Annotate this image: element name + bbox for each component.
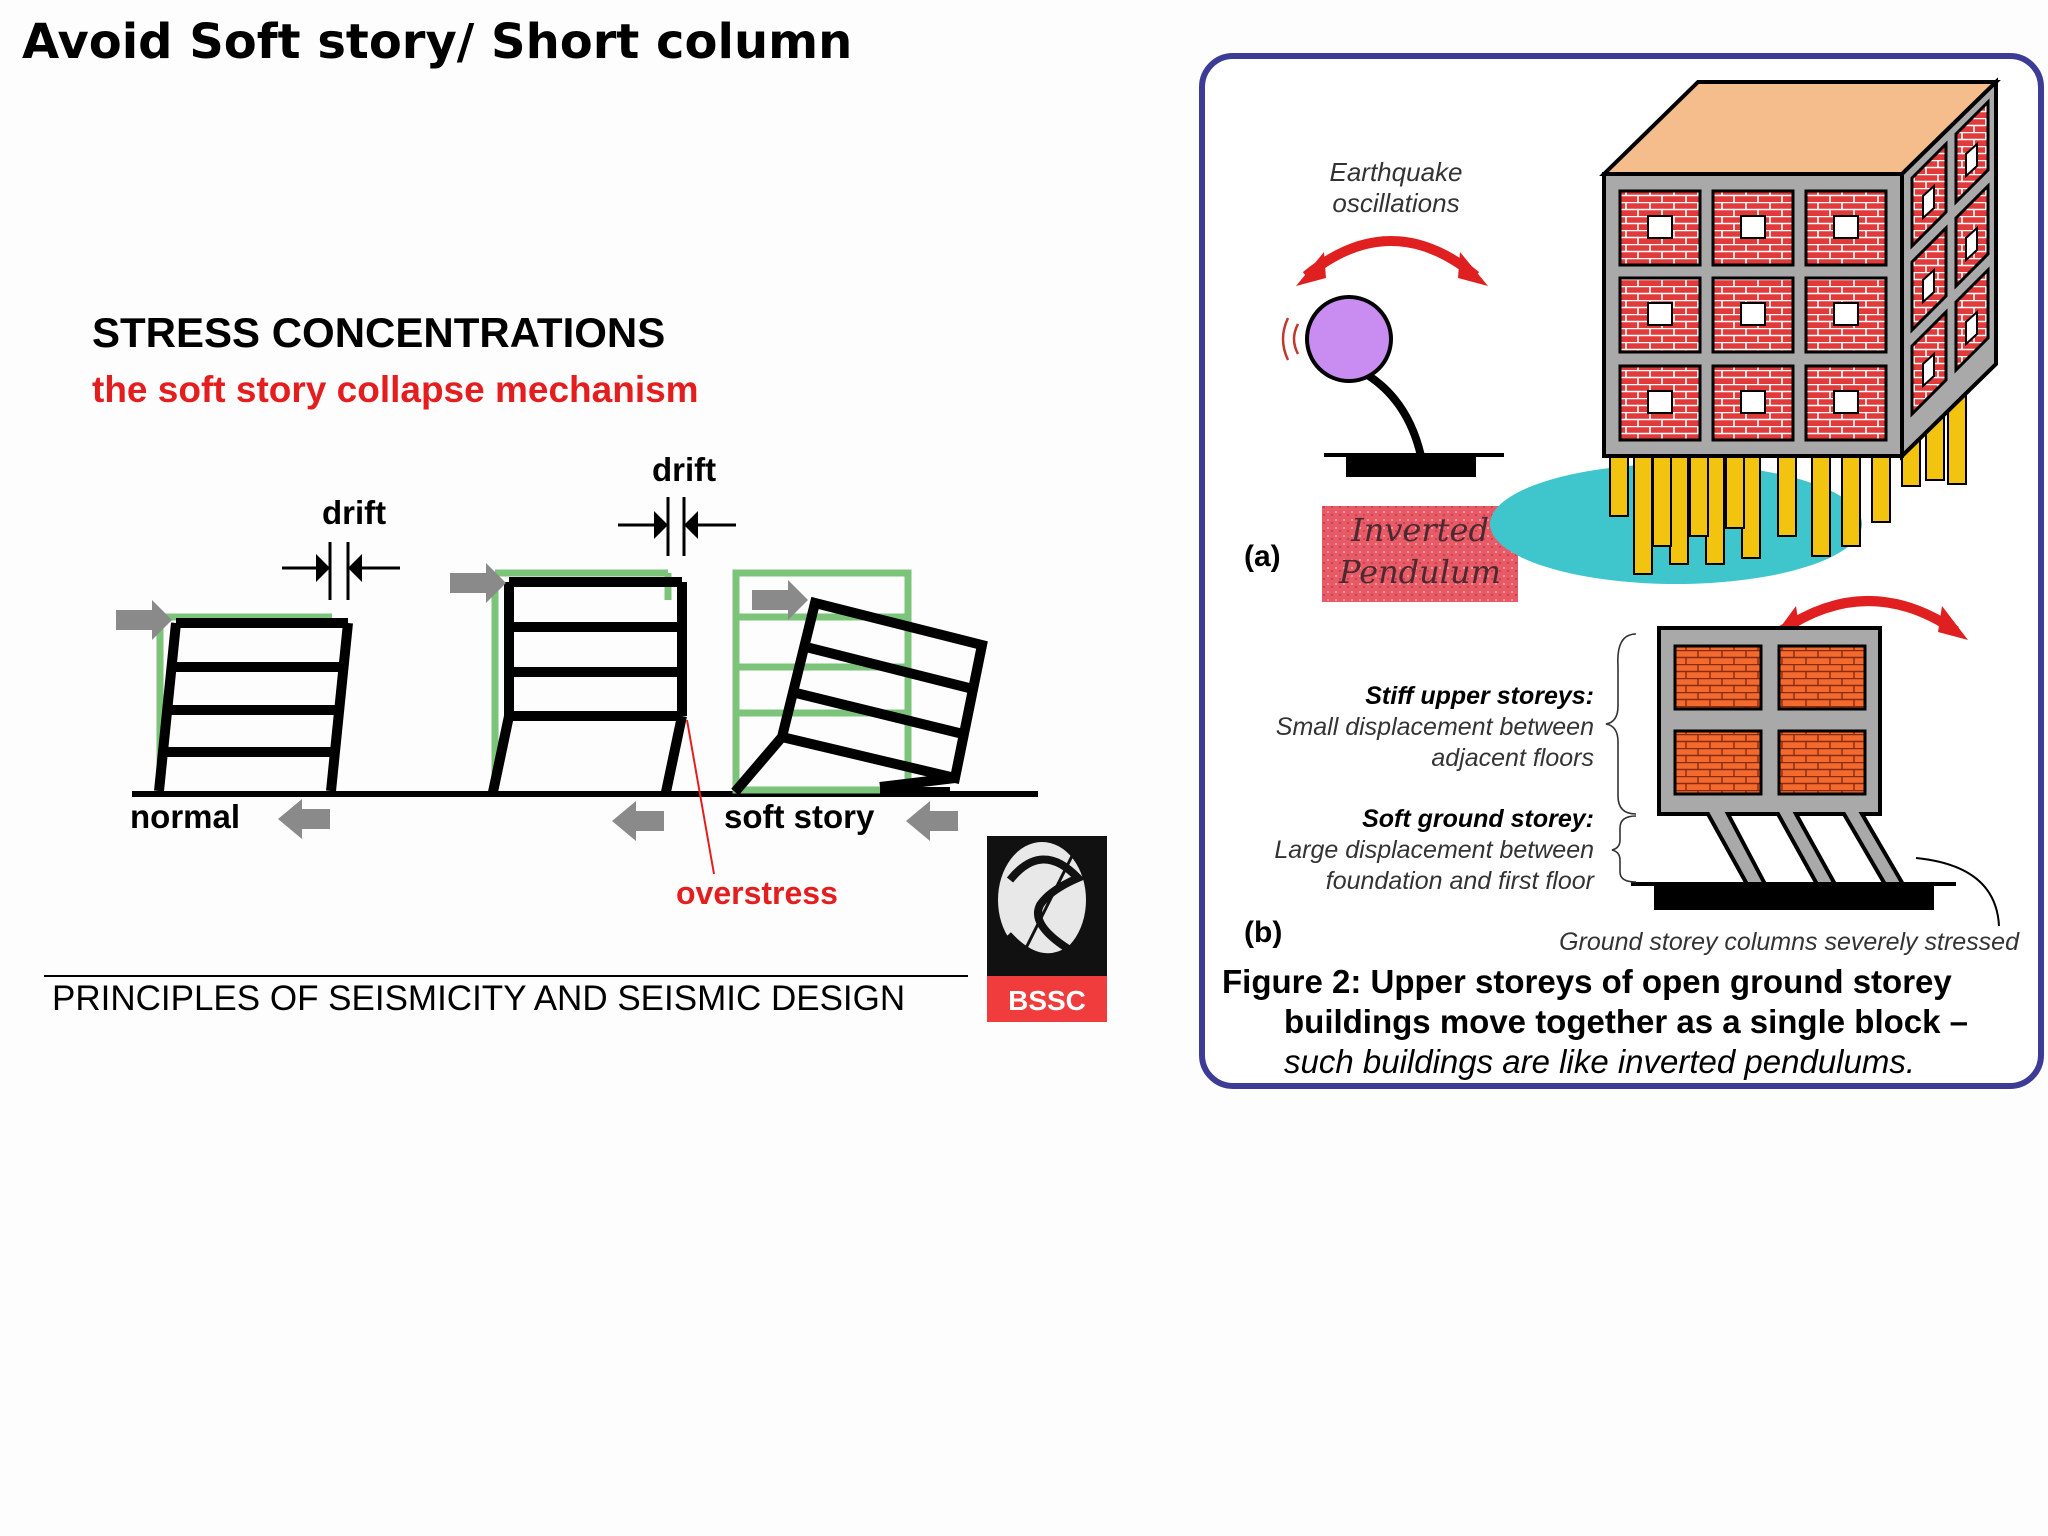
bssc-logo: BSSC [987, 836, 1107, 1022]
earthquake-label-2: oscillations [1332, 188, 1459, 218]
building-on-stilts-illustration [1490, 77, 2001, 584]
soft-desc-2: foundation and first floor [1326, 867, 1596, 895]
diagram-subheading: the soft story collapse mechanism [92, 369, 699, 410]
logo-text: BSSC [1008, 985, 1086, 1016]
stiff-desc-1: Small displacement between [1276, 713, 1594, 741]
soft-story-label: soft story [724, 798, 875, 835]
stiff-desc-2: adjacent floors [1431, 744, 1594, 772]
force-arrow-right [450, 563, 506, 603]
drift-marker-1: drift [282, 494, 400, 600]
pendulum-ball-icon [1305, 295, 1393, 383]
footer-text: PRINCIPLES OF SEISMICITY AND SEISMIC DES… [52, 979, 905, 1018]
caption-line-3: such buildings are like inverted pendulu… [1284, 1043, 1915, 1080]
drift-label-2: drift [652, 451, 716, 488]
normal-building: normal [116, 600, 353, 839]
force-arrow-left [612, 801, 664, 841]
soft-story-building: overstress [450, 563, 838, 911]
force-arrow-left [278, 799, 330, 839]
normal-label: normal [130, 798, 240, 835]
columns-note: Ground storey columns severely stressed [1559, 928, 2020, 956]
collapsed-building: soft story [724, 569, 988, 841]
earthquake-label-1: Earthquake [1330, 157, 1463, 187]
force-arrow-right [752, 580, 808, 620]
label-a: (a) [1244, 540, 1281, 573]
force-arrow-right [116, 600, 172, 640]
foundation [1654, 884, 1934, 910]
caption-line-2: buildings move together as a single bloc… [1284, 1003, 1968, 1040]
drift-marker-2: drift [618, 451, 736, 556]
diagram-heading: STRESS CONCENTRATIONS [92, 309, 665, 356]
pendulum-illustration: Earthquake oscillations Inverted Pendulu… [1244, 157, 1518, 602]
figure-caption: Figure 2: Upper storeys of open ground s… [1222, 963, 1968, 1080]
label-b: (b) [1244, 916, 1282, 949]
stress-concentrations-diagram: STRESS CONCENTRATIONS the soft story col… [44, 309, 1107, 1022]
inverted-pendulum-figure: Earthquake oscillations Inverted Pendulu… [1199, 53, 2044, 1089]
soft-storey-frame-illustration: Stiff upper storeys: Small displacement … [1244, 596, 2020, 956]
drift-label-1: drift [322, 494, 386, 531]
slide-title: Avoid Soft story/ Short column [22, 14, 853, 70]
force-arrow-left [906, 801, 958, 841]
pendulum-label-2: Pendulum [1338, 553, 1501, 591]
overstress-label: overstress [676, 875, 838, 911]
overstress-pointer [686, 719, 715, 875]
caption-line-1: Figure 2: Upper storeys of open ground s… [1222, 963, 1952, 1000]
sway-arrow [1778, 596, 1959, 636]
soft-desc-1: Large displacement between [1274, 836, 1594, 864]
inverted-pendulum-badge [1322, 506, 1518, 602]
pendulum-label-1: Inverted [1350, 511, 1489, 549]
oscillation-arrow [1302, 236, 1480, 280]
stiff-title: Stiff upper storeys: [1365, 682, 1594, 710]
soft-title: Soft ground storey: [1362, 805, 1594, 833]
